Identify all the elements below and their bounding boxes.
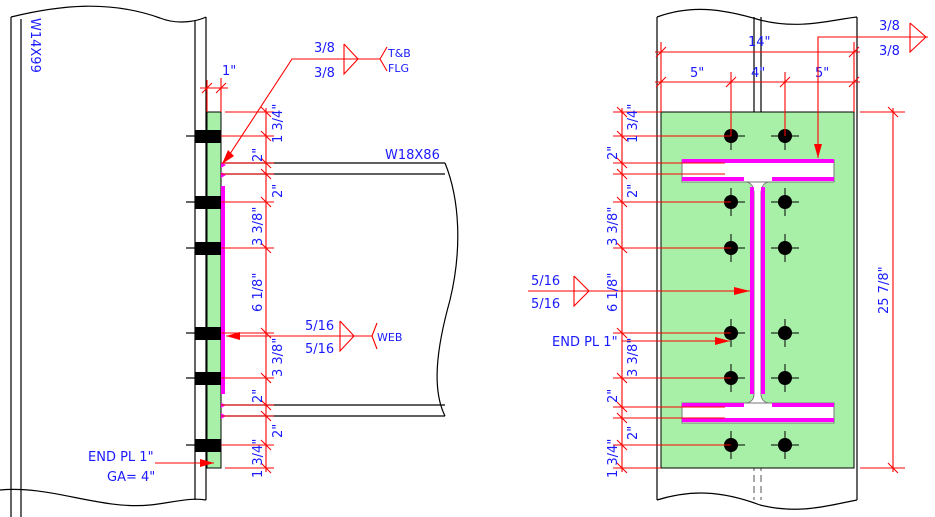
end-plate-note-front: END PL 1" — [552, 335, 730, 350]
bolts-side — [186, 130, 221, 452]
flange-weld-symbol-side: 3/8 3/8 T&B FLG — [222, 41, 411, 164]
svg-text:2": 2" — [251, 148, 266, 162]
svg-text:2": 2" — [606, 146, 621, 160]
bolt-hole — [771, 431, 799, 459]
welds-front — [682, 159, 834, 422]
svg-text:1 3/4": 1 3/4" — [271, 104, 286, 143]
svg-text:1": 1" — [222, 64, 236, 79]
svg-text:3/8: 3/8 — [314, 41, 335, 56]
column-w14x99: W14X99 — [0, 5, 207, 517]
vertical-dims-front: 1 3/4" 2" 2" 3 3/8" 6 1/8" 3 3/8" 2" 2" … — [606, 104, 731, 478]
svg-text:2": 2" — [626, 426, 641, 440]
bolt — [186, 242, 221, 255]
web-weld-side — [221, 186, 225, 394]
svg-text:2": 2" — [271, 184, 286, 198]
svg-text:END PL 1": END PL 1" — [88, 450, 154, 465]
svg-text:2": 2" — [271, 424, 286, 438]
vertical-dims-side: 1 3/4" 2" 2" 3 3/8" 6 1/8" 3 3/8" 2" 2" … — [221, 104, 286, 478]
svg-text:2": 2" — [606, 389, 621, 403]
svg-text:1 3/4": 1 3/4" — [626, 104, 641, 143]
svg-text:FLG: FLG — [388, 62, 409, 75]
end-plate-note-side: END PL 1" GA= 4" — [88, 450, 214, 485]
bolt — [186, 327, 221, 340]
bolt-hole — [771, 188, 799, 216]
svg-text:GA= 4": GA= 4" — [107, 470, 155, 485]
svg-text:3/8: 3/8 — [879, 44, 900, 59]
svg-text:5/16: 5/16 — [305, 342, 334, 357]
svg-text:4": 4" — [751, 66, 765, 81]
svg-text:5/16: 5/16 — [531, 297, 560, 312]
svg-text:14": 14" — [748, 35, 771, 50]
column-label: W14X99 — [27, 18, 42, 73]
bolt — [186, 372, 221, 385]
web-weld-symbol-side: 5/16 5/16 WEB — [226, 319, 402, 357]
flange-weld-side — [221, 172, 226, 178]
svg-text:5/16: 5/16 — [305, 319, 334, 334]
svg-text:6 1/8": 6 1/8" — [251, 273, 266, 312]
svg-text:1 3/4": 1 3/4" — [251, 439, 266, 478]
end-plate-side — [206, 111, 222, 469]
svg-text:3 3/8": 3 3/8" — [626, 338, 641, 377]
bolt — [186, 130, 221, 143]
web-weld-symbol-front: 5/16 5/16 — [528, 274, 750, 312]
beam-label: W18X86 — [385, 148, 440, 163]
plate-thickness-dim: 1" — [200, 64, 236, 112]
svg-text:3 3/8": 3 3/8" — [606, 207, 621, 246]
svg-text:1 3/4": 1 3/4" — [606, 439, 621, 478]
svg-text:5": 5" — [690, 66, 704, 81]
front-view: 14" 5" 4" 5" 3/8 3/8 5/16 5/16 END PL 1" — [528, 8, 928, 510]
bolt-hole — [771, 364, 799, 392]
overall-height-dim: 25 7/8" — [860, 106, 905, 474]
svg-text:3/8: 3/8 — [879, 19, 900, 34]
svg-text:2": 2" — [251, 389, 266, 403]
horizontal-dims-front: 14" 5" 4" 5" — [655, 35, 860, 136]
bolt-hole — [771, 234, 799, 262]
svg-text:WEB: WEB — [377, 331, 402, 344]
svg-text:25 7/8": 25 7/8" — [877, 266, 892, 314]
side-view: W14X99 W18X86 — [0, 5, 459, 517]
svg-text:5": 5" — [815, 66, 829, 81]
bolt-hole — [771, 319, 799, 347]
svg-text:5/16: 5/16 — [531, 274, 560, 289]
svg-text:3 3/8": 3 3/8" — [251, 207, 266, 246]
bolt — [186, 196, 221, 209]
svg-text:3/8: 3/8 — [314, 66, 335, 81]
bolt — [186, 439, 221, 452]
svg-text:3 3/8": 3 3/8" — [271, 338, 286, 377]
flange-weld-symbol-front: 3/8 3/8 — [814, 19, 928, 158]
svg-text:END PL 1": END PL 1" — [552, 335, 618, 350]
svg-text:6 1/8": 6 1/8" — [606, 273, 621, 312]
svg-text:T&B: T&B — [387, 47, 411, 60]
svg-text:2": 2" — [626, 184, 641, 198]
